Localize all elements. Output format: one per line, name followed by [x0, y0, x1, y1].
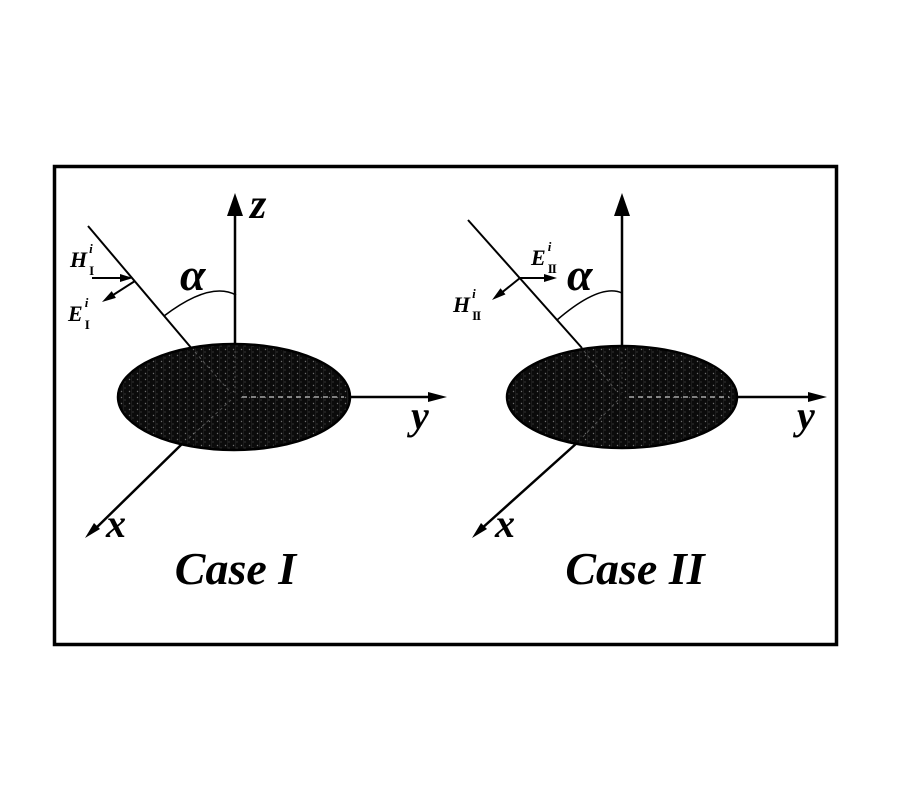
- case2-h-field-label: H i II: [453, 286, 481, 323]
- case2-y-axis-label: y: [797, 393, 815, 438]
- case2-x-arrowhead-icon: [472, 523, 487, 538]
- case2-angle-arc: [556, 290, 623, 321]
- case1-h-base: H: [70, 247, 88, 272]
- case1-h-subscript: I: [89, 263, 94, 278]
- case2-hidden-x-line: [580, 399, 619, 440]
- case1-x-axis: [92, 441, 185, 532]
- case1-y-axis-label: y: [411, 393, 429, 438]
- case1-hidden-x-line: [186, 399, 232, 441]
- case2-diagram: [467, 193, 827, 538]
- case1-angle-arc: [163, 290, 237, 317]
- case2-e-subscript: II: [547, 261, 557, 276]
- case1-x-axis-label: x: [106, 501, 126, 546]
- case1-incident-ray: [87, 225, 194, 351]
- case1-disk: [116, 342, 352, 452]
- case1-h-arrowhead-icon: [120, 274, 133, 282]
- case2-e-arrowhead-icon: [544, 274, 557, 282]
- case1-e-subscript: I: [84, 317, 90, 332]
- case2-z-arrowhead-icon: [614, 193, 630, 216]
- figure-frame: [52, 164, 839, 647]
- case2-disk: [505, 344, 739, 450]
- case1-h-superscript: i: [89, 241, 93, 256]
- case1-e-scripts: i I: [84, 295, 90, 332]
- case1-z-axis-label: z: [250, 182, 267, 228]
- case1-caption: Case I: [174, 543, 297, 594]
- case1-e-base: E: [68, 301, 83, 326]
- case2-x-axis-label: x: [495, 501, 515, 546]
- case1-x-arrowhead-icon: [85, 523, 100, 538]
- case2-e-superscript: i: [547, 239, 552, 254]
- case2-h-subscript: II: [472, 308, 481, 323]
- case2-h-scripts: i II: [472, 286, 481, 323]
- case1-e-vector: [109, 280, 136, 298]
- case2-y-arrowhead-icon: [808, 392, 827, 402]
- case2-e-base: E: [531, 245, 546, 270]
- case1-h-scripts: i I: [89, 241, 94, 278]
- case1-h-field-label: H i I: [70, 241, 94, 278]
- case1-alpha-label: α: [180, 249, 206, 300]
- case2-h-vector: [499, 277, 521, 295]
- case1-e-field-label: E i I: [68, 295, 90, 332]
- case2-x-axis: [479, 441, 579, 531]
- case1-y-arrowhead-icon: [428, 392, 447, 402]
- case2-h-superscript: i: [472, 286, 476, 301]
- case2-e-scripts: i II: [547, 239, 557, 276]
- case2-h-base: H: [453, 292, 471, 317]
- case2-caption: Case II: [565, 543, 705, 594]
- case1-e-superscript: i: [84, 295, 89, 310]
- case2-e-field-label: E i II: [531, 239, 557, 276]
- case1-diagram: [85, 193, 447, 538]
- case2-h-arrowhead-icon: [492, 288, 506, 300]
- case2-alpha-label: α: [567, 249, 593, 300]
- case2-incident-ray: [467, 219, 583, 349]
- case1-e-arrowhead-icon: [102, 291, 116, 302]
- case1-z-arrowhead-icon: [227, 193, 243, 216]
